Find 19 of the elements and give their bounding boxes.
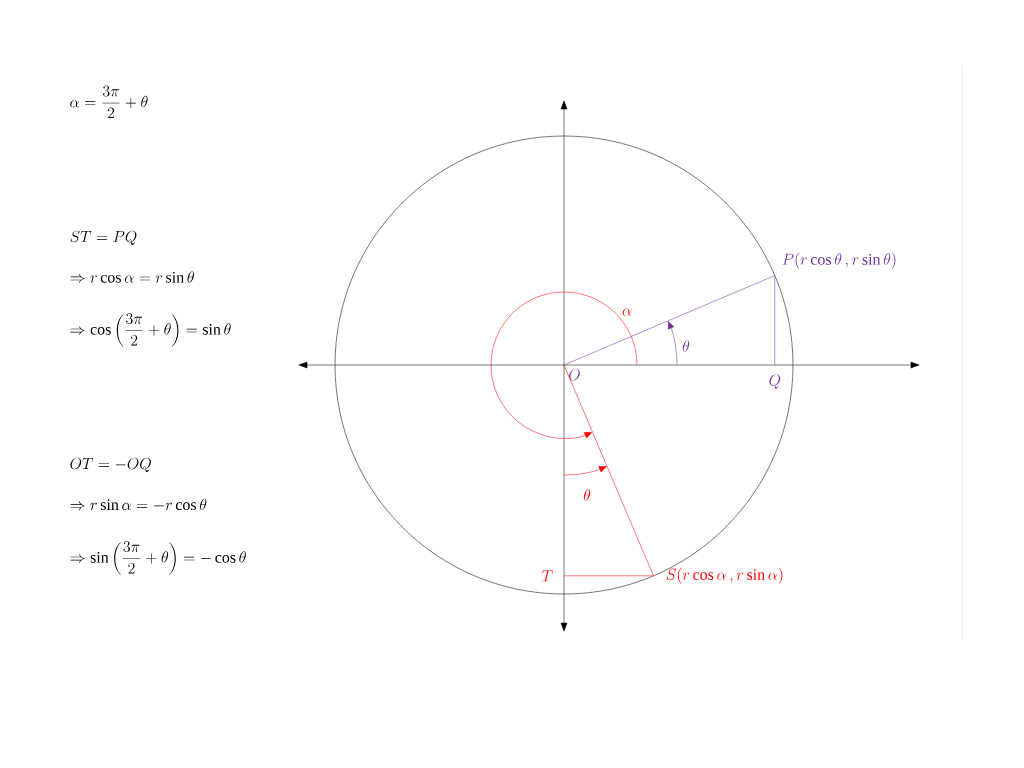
equation: $\Rightarrow \sin\left(\frac{3\pi}{2} + \theta\right) = -\cos\theta$ xyxy=(70,541,246,575)
point-label: $S(r\cos\alpha\,, r\sin\alpha)$ xyxy=(666,567,783,584)
line-segment xyxy=(563,275,776,366)
equation: $\Rightarrow \cos\left(\frac{3\pi}{2} + \theta\right) = \sin\theta$ xyxy=(70,313,231,347)
point-label: $Q$ xyxy=(769,374,781,389)
angle-label: $\theta$ xyxy=(682,340,690,352)
line-segment xyxy=(563,364,654,577)
equation: $\alpha = \frac{3\pi}{2} + \theta$ xyxy=(70,85,148,119)
equation: $ST = PQ$ xyxy=(70,230,137,245)
line-segment xyxy=(563,575,654,577)
point-label: $T$ xyxy=(542,570,553,582)
equation: $OT = -OQ$ xyxy=(70,457,151,472)
angle-label: $\alpha$ xyxy=(622,308,632,316)
point-label: $O$ xyxy=(569,368,580,381)
angle-label: $\theta$ xyxy=(583,489,591,501)
line-segment xyxy=(774,275,776,366)
point-label: $P(r\cos\theta\,, r\sin\theta)$ xyxy=(782,252,896,269)
equation: $\Rightarrow r\cos\alpha = r\sin\theta$ xyxy=(70,271,194,283)
equation: $\Rightarrow r\sin\alpha = -r\cos\theta$ xyxy=(70,498,207,511)
